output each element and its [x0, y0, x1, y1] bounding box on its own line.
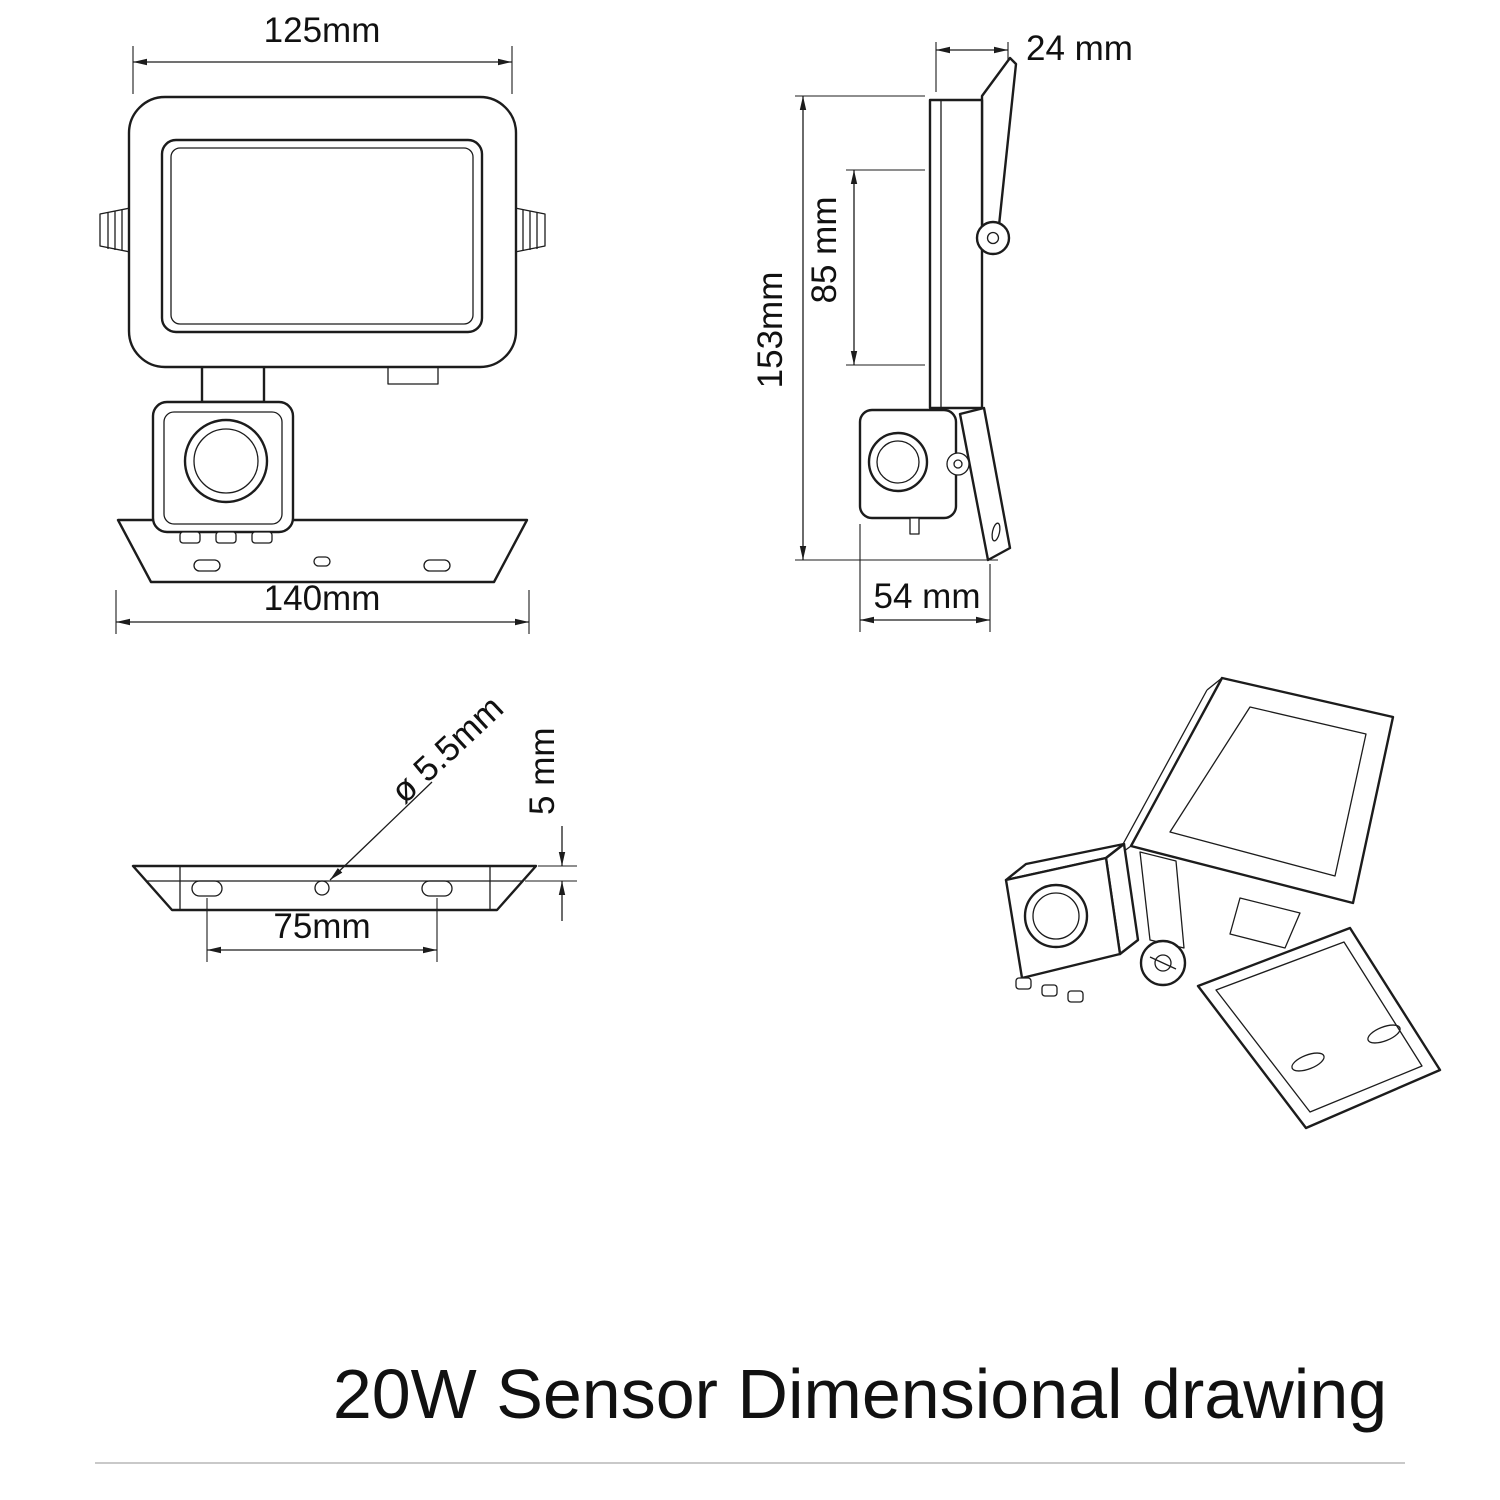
side-bottom-dimension: 54 mm — [859, 524, 991, 632]
floodlight-housing — [127, 95, 518, 369]
lens-frame — [160, 138, 484, 334]
plate-thickness-dimension: 5 mm — [523, 728, 577, 921]
pir-dome-side — [867, 431, 929, 493]
plate-slot-left — [191, 880, 223, 897]
perspective-sensor-tab-2 — [1041, 984, 1058, 997]
base-slot-side — [991, 522, 1001, 542]
pir-lens-inner — [193, 428, 259, 494]
base-slot-center — [313, 556, 331, 567]
drawing-title: 20W Sensor Dimensional drawing — [333, 1355, 1387, 1433]
perspective-base-inner — [1215, 941, 1423, 1113]
perspective-pir-dome — [1023, 883, 1089, 949]
base-slot-right — [423, 559, 451, 572]
side-top-dimension: 24 mm — [935, 29, 1133, 92]
perspective-lens — [1169, 706, 1367, 877]
side-top-depth-label: 24 mm — [1026, 29, 1133, 68]
sensor-pin — [909, 517, 920, 535]
side-view: 24 mm 153mm 85 mm 54 mm — [751, 29, 1133, 632]
side-body-height-dimension: 85 mm — [805, 169, 925, 366]
front-bottom-dimension: 140mm — [115, 579, 530, 634]
plate-slot-right — [421, 880, 453, 897]
side-body-height-label: 85 mm — [805, 197, 844, 304]
perspective-sensor-tab-3 — [1067, 990, 1084, 1003]
side-total-height-label: 153mm — [751, 272, 790, 389]
pir-lens-outer — [183, 418, 269, 504]
perspective-arm — [1139, 851, 1185, 949]
front-top-width-label: 125mm — [264, 11, 381, 50]
plate-thickness-label: 5 mm — [523, 728, 562, 816]
base-slot-left — [193, 559, 221, 572]
back-fin — [980, 56, 1018, 237]
front-top-dimension: 125mm — [132, 11, 513, 94]
neck-connector — [200, 364, 266, 404]
head-panel-side — [928, 98, 984, 410]
front-bottom-width-label: 140mm — [264, 579, 381, 618]
sensor-tab-1 — [179, 531, 201, 544]
mounting-plate-outline — [131, 864, 538, 912]
hole-diameter-label: ø 5.5mm — [383, 688, 511, 811]
mount-knob-right — [514, 207, 546, 253]
mounting-plate-view: ø 5.5mm 5 mm 75mm — [131, 688, 577, 962]
plate-center-hole — [314, 880, 330, 896]
sensor-tab-3 — [251, 531, 273, 544]
mount-knob-left — [99, 207, 131, 253]
hinge-outer — [975, 220, 1011, 256]
side-bottom-depth-label: 54 mm — [874, 577, 981, 616]
perspective-view — [1004, 676, 1442, 1130]
sensor-knob-center — [953, 459, 963, 469]
perspective-base-slot-2 — [1367, 1024, 1401, 1044]
perspective-pir-dome-inner — [1032, 892, 1080, 940]
perspective-base — [1196, 926, 1442, 1130]
hole-diameter-dimension: ø 5.5mm — [329, 688, 511, 881]
sensor-knob — [946, 452, 970, 476]
hole-spacing-dimension: 75mm — [206, 898, 438, 962]
hinge-inner — [986, 231, 1000, 245]
perspective-head — [1129, 676, 1395, 905]
sensor-tab-2 — [215, 531, 237, 544]
perspective-hinge-screw-inner — [1154, 954, 1172, 972]
lens-inner — [170, 147, 474, 325]
head-depth-edge-3 — [1115, 689, 1208, 858]
base-plate-side — [958, 406, 1012, 562]
head-depth-edge-1 — [1206, 677, 1223, 691]
perspective-sensor-tab-1 — [1015, 977, 1032, 990]
hole-spacing-label: 75mm — [273, 907, 370, 946]
perspective-base-slot-1 — [1291, 1052, 1325, 1072]
screw-slot-line — [1149, 956, 1177, 970]
pir-dome-inner-side — [876, 440, 920, 484]
front-view: 125mm 140mm — [99, 11, 546, 634]
sensor-inner-frame — [163, 411, 283, 525]
side-total-height-dimension: 153mm — [751, 95, 998, 561]
perspective-neck — [1229, 897, 1301, 949]
sensor-module — [151, 400, 295, 534]
